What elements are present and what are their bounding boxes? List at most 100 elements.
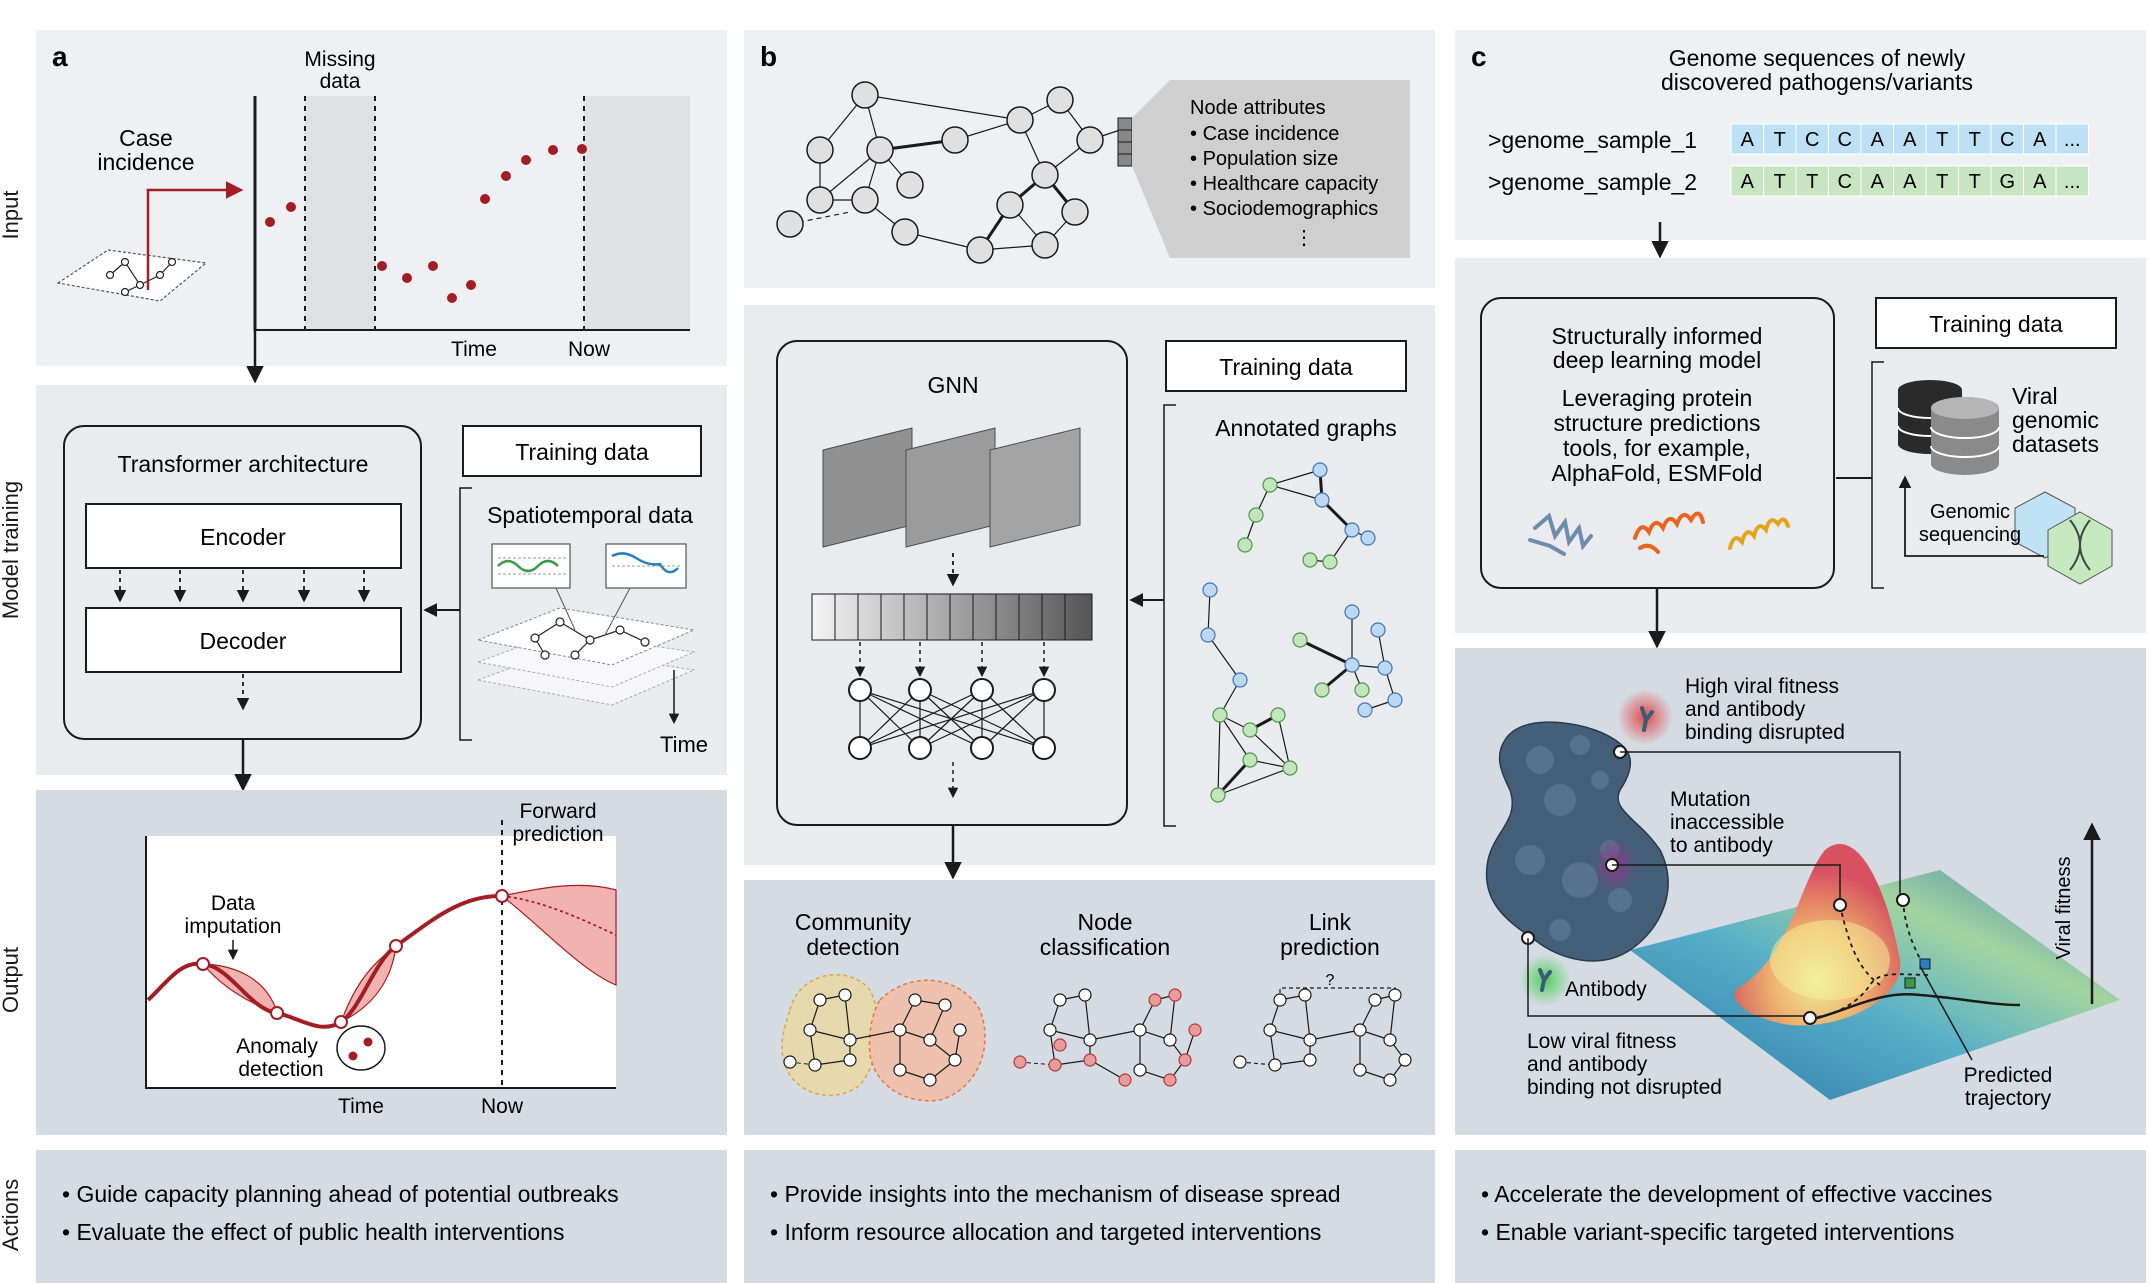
base-letter: A [1741, 129, 1755, 151]
viral-genomic-line1: Viral [2012, 383, 2058, 409]
antibody-label: Antibody [1565, 978, 1647, 1001]
community-detection-line1: Community [795, 909, 912, 935]
encoder-box [85, 503, 402, 569]
embedding-vector [811, 593, 1093, 641]
low-fitness-line3: binding not disrupted [1527, 1076, 1722, 1099]
case-point [577, 144, 587, 154]
node-classification-line1: Node [1078, 909, 1133, 935]
model-title-line2: deep learning model [1553, 347, 1761, 373]
input-graph [776, 81, 1133, 264]
case-point [377, 261, 387, 271]
classification-graph [1013, 988, 1202, 1087]
genome-title-line2: discovered pathogens/variants [1661, 69, 1973, 95]
mutation-line1: Mutation [1670, 788, 1751, 811]
training-data-box-b [1165, 340, 1407, 392]
case-point [402, 273, 412, 283]
sample-2-label: >genome_sample_2 [1488, 169, 1697, 195]
action-b-1: • Provide insights into the mechanism of… [770, 1181, 1341, 1207]
curve-marker [334, 1015, 348, 1029]
case-point [265, 217, 275, 227]
transformer-box [63, 425, 422, 740]
panel-b-actions-bg [744, 1150, 1435, 1283]
base-cell [1828, 165, 1862, 197]
anomaly-point [348, 1051, 358, 1061]
base-letter: A [1741, 171, 1755, 193]
action-b-2: • Inform resource allocation and targete… [770, 1219, 1321, 1245]
action-b-2-text: Inform resource allocation and targeted … [784, 1219, 1321, 1245]
mutation-connector [1612, 864, 1841, 900]
panel-a-actions-bg [36, 1150, 727, 1283]
missing-data-region-1 [305, 96, 375, 329]
community-detection-line2: detection [806, 934, 899, 960]
curve-marker [389, 939, 403, 953]
forward-prediction-line2: prediction [512, 823, 603, 846]
spatiotemporal-layers [476, 543, 696, 725]
high-fitness-line3: binding disrupted [1685, 721, 1845, 744]
anomaly-point [363, 1037, 373, 1047]
spatiotemporal-time-label: Time [660, 732, 708, 757]
peak-highlight [1770, 920, 1890, 1000]
base-cell [1860, 165, 1894, 197]
conv-layers [822, 427, 1081, 548]
predicted-trajectory-pointer [1919, 965, 1973, 1061]
map-icon [56, 249, 208, 302]
case-point [466, 280, 476, 290]
predicted-trajectory-line [1809, 992, 2021, 1022]
transformer-title: Transformer architecture [118, 451, 369, 477]
curve-markers [196, 889, 509, 1029]
base-letter: C [1805, 129, 1819, 151]
node-attr-more: ⋮ [1294, 227, 1314, 249]
low-fitness-line2: and antibody [1527, 1053, 1648, 1076]
dashed-trajectory [1809, 973, 1931, 1019]
base-letter: T [1774, 129, 1786, 151]
action-b-1-text: Provide insights into the mechanism of d… [784, 1181, 1340, 1207]
model-desc-line4: AlphaFold, ESMFold [1552, 460, 1763, 486]
low-fitness-line1: Low viral fitness [1527, 1030, 1676, 1053]
viral-genomic-line2: genomic [2012, 407, 2099, 433]
training-data-label-c: Training data [1929, 311, 2063, 337]
training-data-label-a: Training data [515, 439, 649, 465]
link-prediction-graph: ? [1233, 972, 1412, 1087]
base-cell [1925, 123, 1959, 155]
genome-title-line1: Genome sequences of newly [1669, 45, 1966, 71]
training-bracket-c [1871, 361, 1884, 589]
base-cell [1763, 123, 1797, 155]
protein-structures [1528, 511, 1790, 556]
action-a-1-text: Guide capacity planning ahead of potenti… [76, 1181, 618, 1207]
data-imputation-line2: imputation [185, 915, 282, 938]
action-c-2-text: Enable variant-specific targeted interve… [1495, 1219, 1954, 1245]
action-a-2: • Evaluate the effect of public health i… [62, 1219, 564, 1245]
base-letter: C [1838, 171, 1852, 193]
encoder-label: Encoder [200, 524, 286, 550]
gnn-label: GNN [927, 372, 978, 398]
base-letter: A [2033, 129, 2047, 151]
node-classification-line2: classification [1040, 934, 1170, 960]
decoder-box [85, 607, 402, 673]
action-a-2-text: Evaluate the effect of public health int… [76, 1219, 564, 1245]
sequence-ellipsis: ... [2064, 129, 2081, 151]
chart-a-time-label: Time [451, 338, 497, 361]
sample-1-label: >genome_sample_1 [1488, 127, 1697, 153]
row-label-input: Input [0, 191, 23, 240]
action-c-1-text: Accelerate the development of effective … [1494, 1181, 1992, 1207]
base-letter: T [1936, 171, 1948, 193]
model-title-line1: Structurally informed [1552, 323, 1763, 349]
dna-hexagons [2014, 491, 2113, 585]
node-attributes-title: Node attributes [1190, 97, 1326, 119]
link-prediction-line2: prediction [1280, 934, 1380, 960]
annotated-graphs-label: Annotated graphs [1215, 415, 1397, 441]
genomic-sequencing-line2: sequencing [1919, 524, 2021, 546]
viral-fitness-label: Viral fitness [2053, 856, 2075, 959]
anomaly-ellipse [336, 1025, 386, 1071]
